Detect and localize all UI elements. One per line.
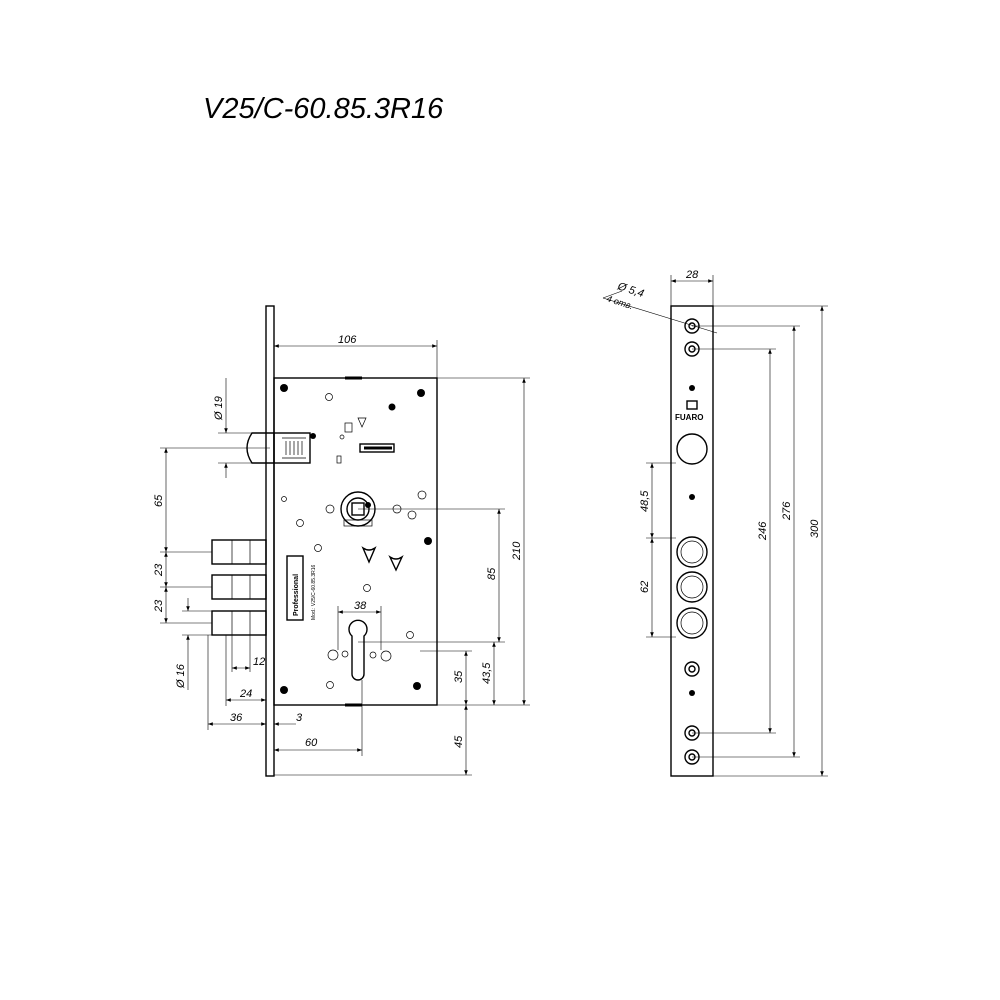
dim-36: 36: [230, 712, 243, 724]
dim-28: 28: [685, 269, 699, 281]
drawing-title: V25/C-60.85.3R16: [203, 93, 444, 125]
dim-65: 65: [153, 494, 165, 507]
dim-12: 12: [253, 656, 265, 668]
latch-opening: [676, 433, 708, 465]
label-plate: [286, 555, 304, 621]
dim-43-5: 43,5: [481, 662, 493, 684]
dim-3: 3: [296, 712, 303, 724]
dim-35: 35: [453, 670, 465, 683]
brand-label: FUARO: [675, 413, 703, 422]
dim-276: 276: [781, 501, 793, 521]
dim-85: 85: [486, 567, 498, 580]
dim-62: 62: [639, 581, 651, 593]
label-model: Mod.: V25/C-60.85.3R16: [311, 564, 317, 620]
dim-38: 38: [354, 600, 367, 612]
mounting-holes: [280, 384, 432, 694]
dim-106: 106: [338, 334, 357, 346]
lock-case: [273, 377, 438, 706]
dim-45: 45: [453, 735, 465, 748]
dim-23-b: 23: [153, 599, 165, 613]
front-view: Professional Mod.: V25/C-60.85.3R16 106 …: [153, 305, 530, 777]
dim-23-a: 23: [153, 563, 165, 577]
label-professional: Professional: [293, 574, 300, 616]
side-view: FUARO 28 Ø 5,4 4 отв. 48,5 62 246: [602, 269, 828, 777]
faceplate: [265, 305, 275, 777]
dim-dia-19: Ø 19: [213, 396, 225, 421]
faceplate-strip: [670, 305, 714, 777]
cylinder-cutout: [327, 619, 392, 681]
dim-210: 210: [511, 541, 523, 561]
dim-300: 300: [809, 519, 821, 538]
dim-24: 24: [239, 688, 252, 700]
dim-60: 60: [305, 737, 318, 749]
deadbolt-openings: [676, 536, 708, 639]
dead-bolts: [211, 539, 267, 636]
dim-48-5: 48,5: [639, 490, 651, 512]
dim-dia-16: Ø 16: [175, 663, 187, 689]
dim-246: 246: [757, 521, 769, 541]
